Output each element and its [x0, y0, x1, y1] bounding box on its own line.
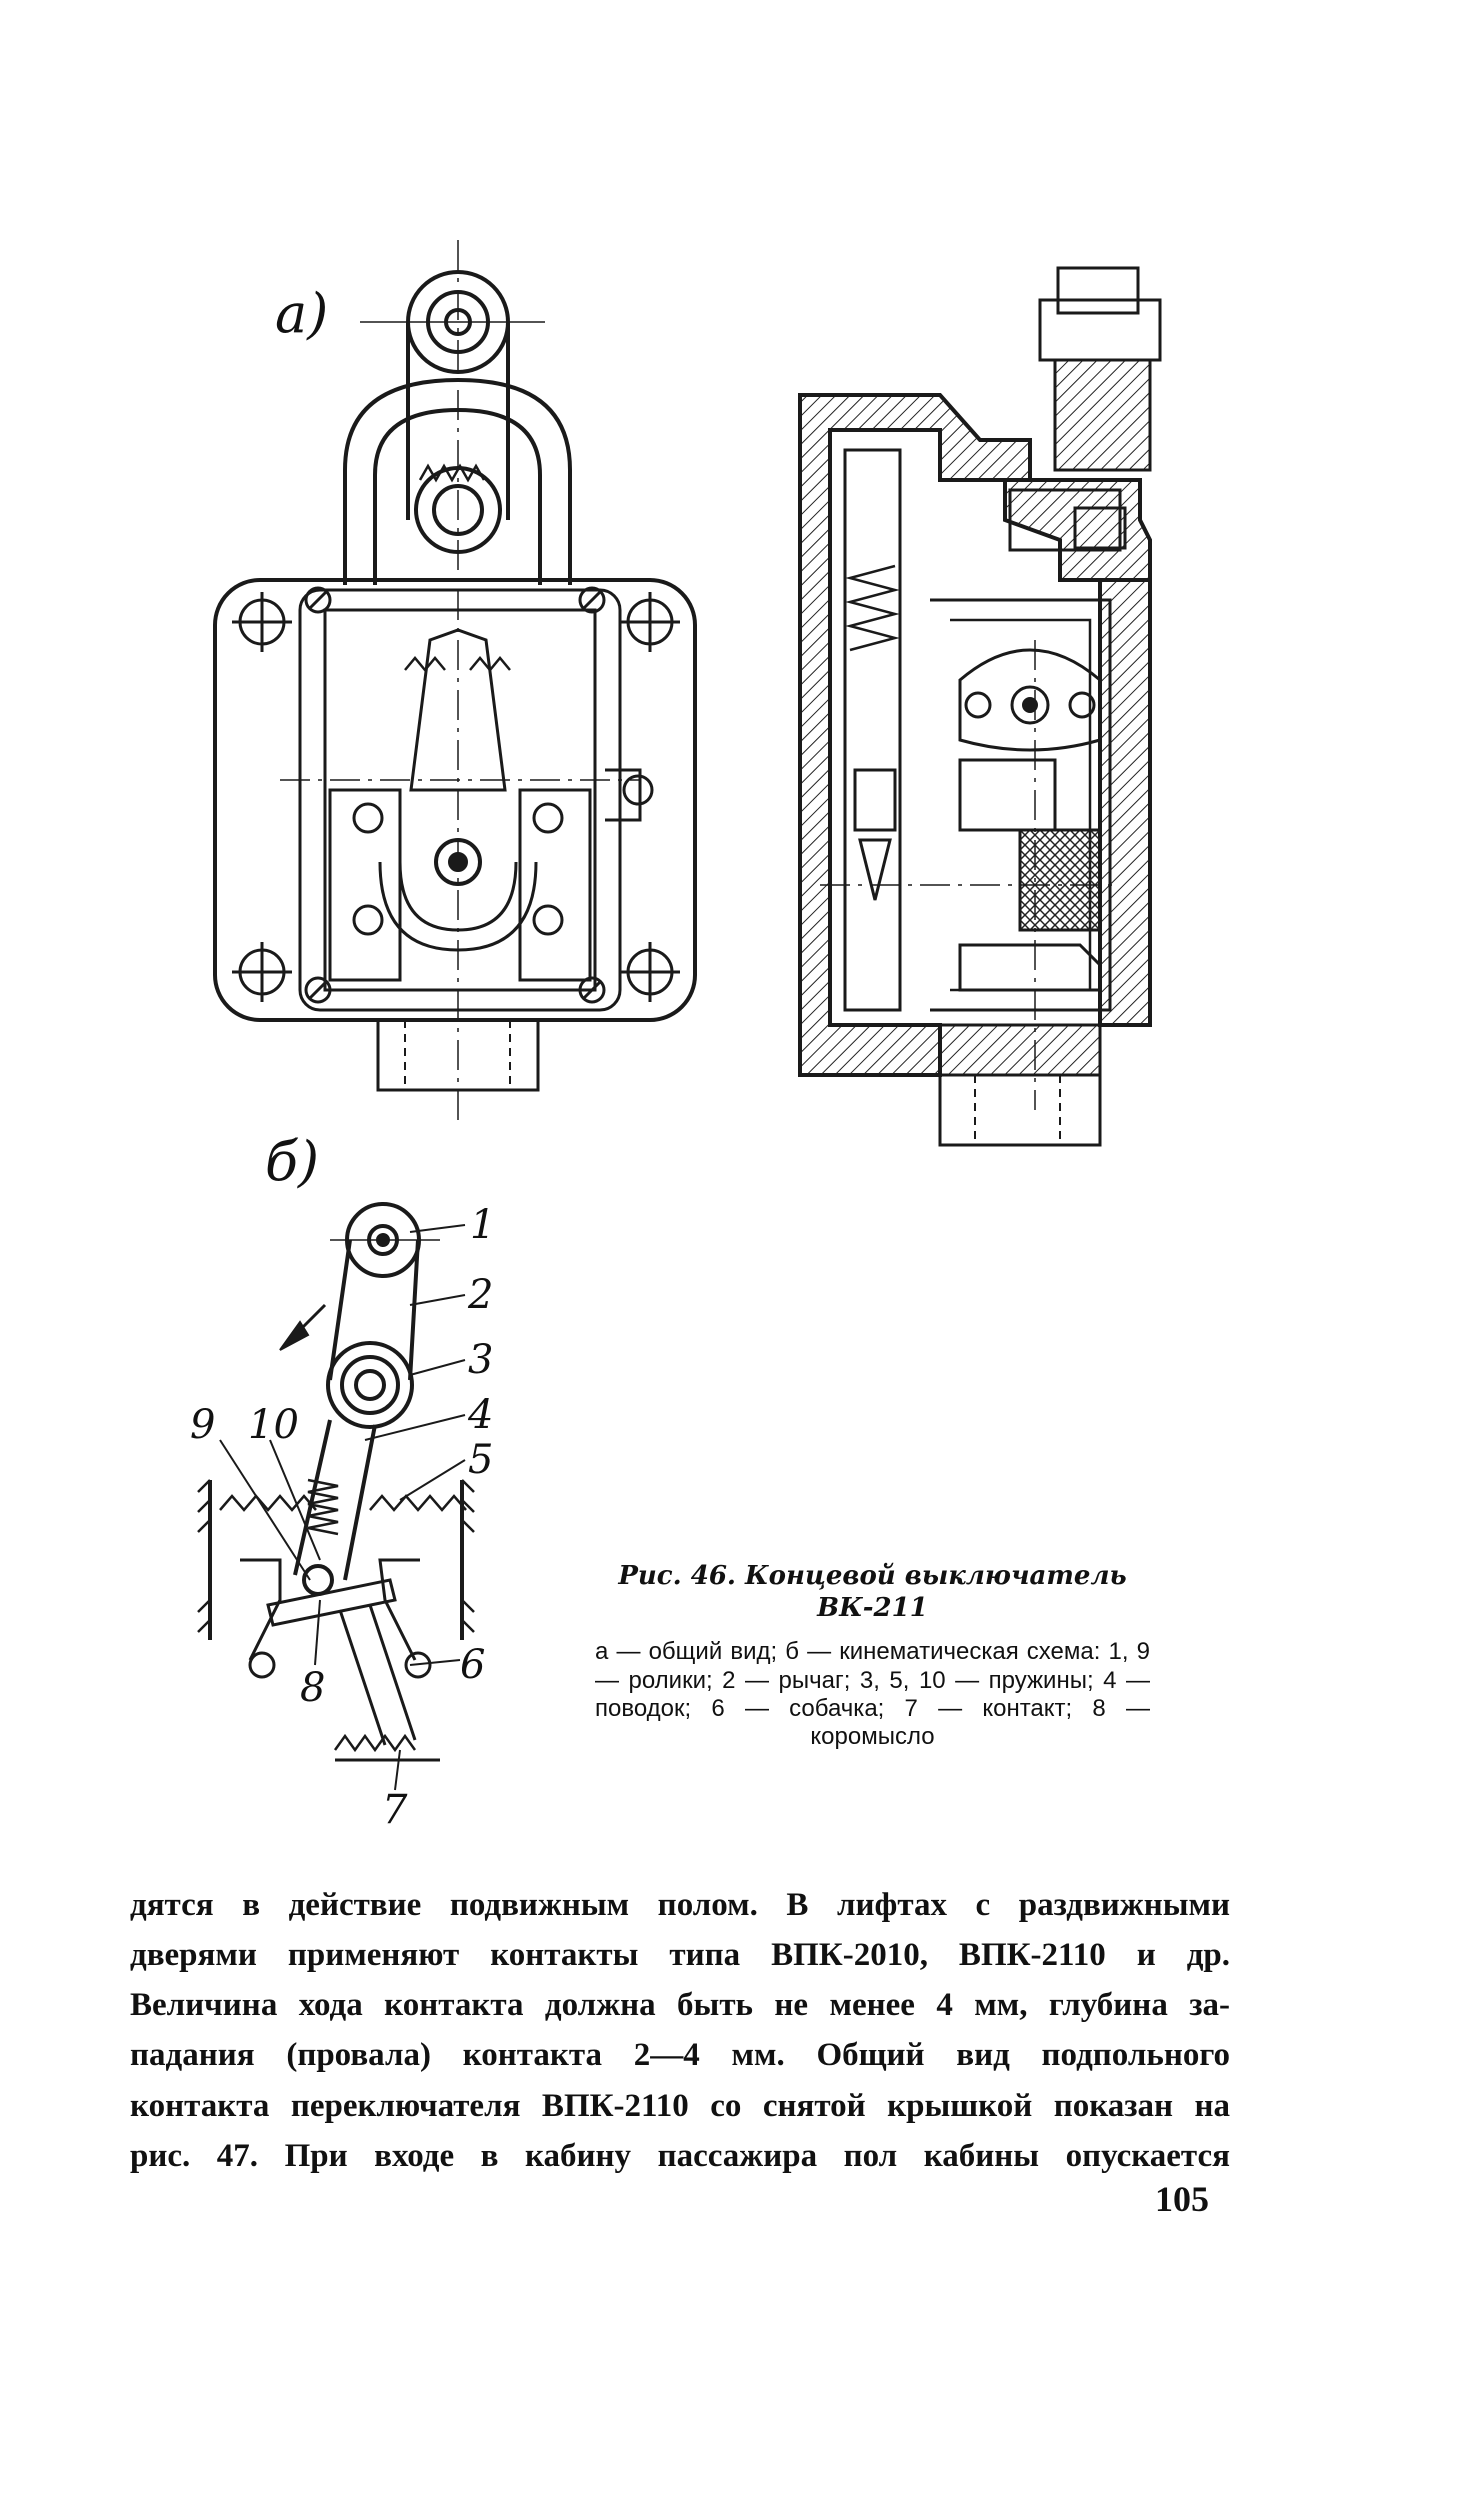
part-number-1: 1 — [470, 1202, 496, 1248]
panel-label-a: а) — [275, 282, 329, 345]
part-number-10: 10 — [248, 1402, 299, 1448]
body-line: падания (провала) контакта 2—4 мм. Общий… — [130, 2037, 1230, 2074]
front-view-a — [213, 240, 697, 1120]
part-number-2: 2 — [468, 1272, 494, 1318]
panel-label-b: б) — [265, 1130, 320, 1193]
body-line: дятся в действие подвижным полом. В лифт… — [130, 1887, 1230, 1923]
body-line: рис. 47. При входе в кабину пассажира по… — [130, 2137, 1230, 2174]
part-number-6: 6 — [460, 1642, 486, 1688]
kinematic-scheme-b — [197, 1202, 475, 1791]
part-number-4: 4 — [468, 1392, 494, 1438]
part-number-7: 7 — [382, 1787, 408, 1833]
part-number-5: 5 — [468, 1437, 494, 1483]
caption-legend: а — общий вид; б — кинематическая схема:… — [595, 1638, 1150, 1751]
part-number-3: 3 — [468, 1337, 494, 1383]
figure-caption: Рис. 46. Концевой выключатель ВК-211 а —… — [595, 1561, 1150, 1752]
body-line: контакта переключателя ВПК-2110 со снято… — [130, 2087, 1230, 2124]
caption-title: Рис. 46. Концевой выключатель — [618, 1561, 1127, 1591]
part-number-8: 8 — [300, 1665, 326, 1711]
section-view-a — [798, 266, 1162, 1147]
body-line: дверями применяют контакты типа ВПК-2010… — [130, 1937, 1230, 1974]
page-number: 105 — [1155, 2179, 1209, 2219]
body-line: Величина хода контакта должна быть не ме… — [130, 1987, 1230, 2024]
body-text: дятся в действие подвижным полом. В лифт… — [130, 1880, 1230, 2181]
part-number-9: 9 — [190, 1402, 216, 1448]
caption-subtitle: ВК-211 — [817, 1592, 928, 1623]
